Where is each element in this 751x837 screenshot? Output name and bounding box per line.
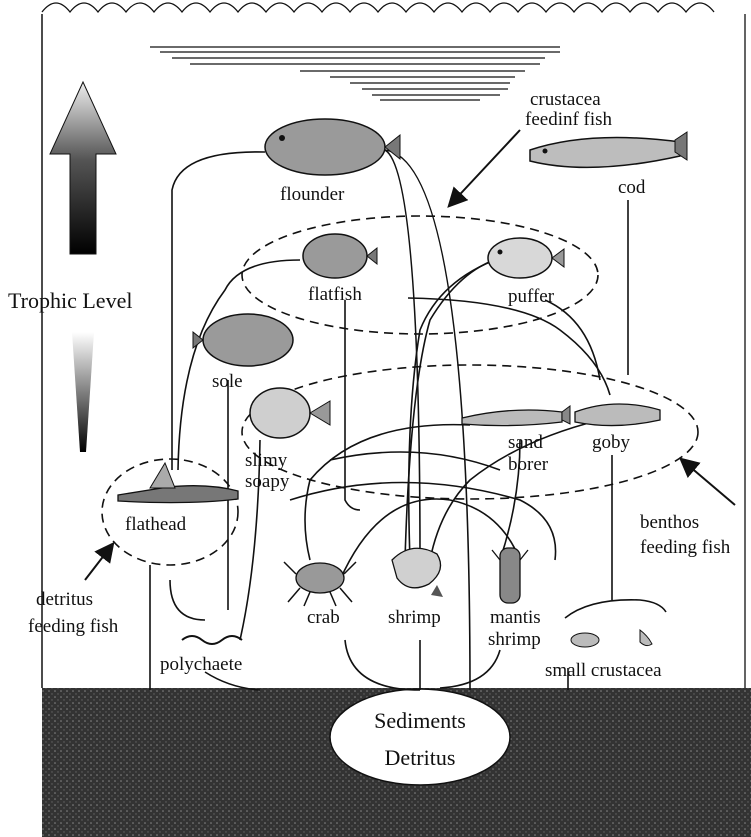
flatfish-label: flatfish bbox=[308, 284, 362, 305]
sand-borer-label-2: borer bbox=[508, 454, 549, 475]
crustacea-fish-label-2: feedinf fish bbox=[525, 109, 613, 130]
crustacea-fish-label-1: crustacea bbox=[530, 89, 601, 110]
shrimp-label: shrimp bbox=[388, 607, 441, 628]
small-crustacea-icon bbox=[571, 630, 652, 647]
water-surface bbox=[42, 3, 714, 12]
sole-icon bbox=[193, 314, 293, 366]
sand-borer-label-1: sand bbox=[508, 432, 543, 453]
benthos-label-1: benthos bbox=[640, 512, 699, 533]
crab-label: crab bbox=[307, 607, 340, 628]
slimy-icon bbox=[250, 388, 330, 438]
benthos-label-2: feeding fish bbox=[640, 537, 731, 558]
sand-borer-icon bbox=[462, 406, 570, 426]
detritus-label: Detritus bbox=[385, 745, 456, 770]
mantis-shrimp-icon bbox=[492, 548, 528, 603]
polychaete-icon bbox=[182, 636, 242, 644]
flatfish-icon bbox=[303, 234, 377, 278]
flounder-label: flounder bbox=[280, 184, 345, 205]
goby-icon bbox=[575, 404, 660, 426]
mantis-label-1: mantis bbox=[490, 607, 541, 628]
flounder-icon bbox=[265, 119, 400, 175]
polychaete-label: polychaete bbox=[160, 654, 242, 675]
puffer-label: puffer bbox=[508, 286, 555, 307]
flathead-label: flathead bbox=[125, 514, 187, 535]
trophic-level-arrow bbox=[50, 82, 116, 452]
sediments-ellipse bbox=[330, 689, 510, 785]
cod-label: cod bbox=[618, 177, 646, 198]
slimy-label-1: slimy bbox=[245, 450, 288, 471]
surface-light-lines bbox=[150, 47, 560, 100]
shrimp-icon bbox=[392, 548, 443, 597]
mantis-label-2: shrimp bbox=[488, 629, 541, 650]
slimy-label-2: soapy bbox=[245, 471, 290, 492]
detritus-fish-label-1: detritus bbox=[36, 589, 93, 610]
cod-icon bbox=[530, 132, 687, 167]
detritus-fish-label-2: feeding fish bbox=[28, 616, 119, 637]
sole-label: sole bbox=[212, 371, 243, 392]
small-crustacea-label: small crustacea bbox=[545, 660, 662, 681]
sediments-label: Sediments bbox=[374, 708, 466, 733]
trophic-level-label: Trophic Level bbox=[8, 288, 132, 313]
crustacea-fish-group bbox=[242, 216, 598, 334]
goby-label: goby bbox=[592, 432, 631, 453]
puffer-icon bbox=[488, 238, 564, 278]
